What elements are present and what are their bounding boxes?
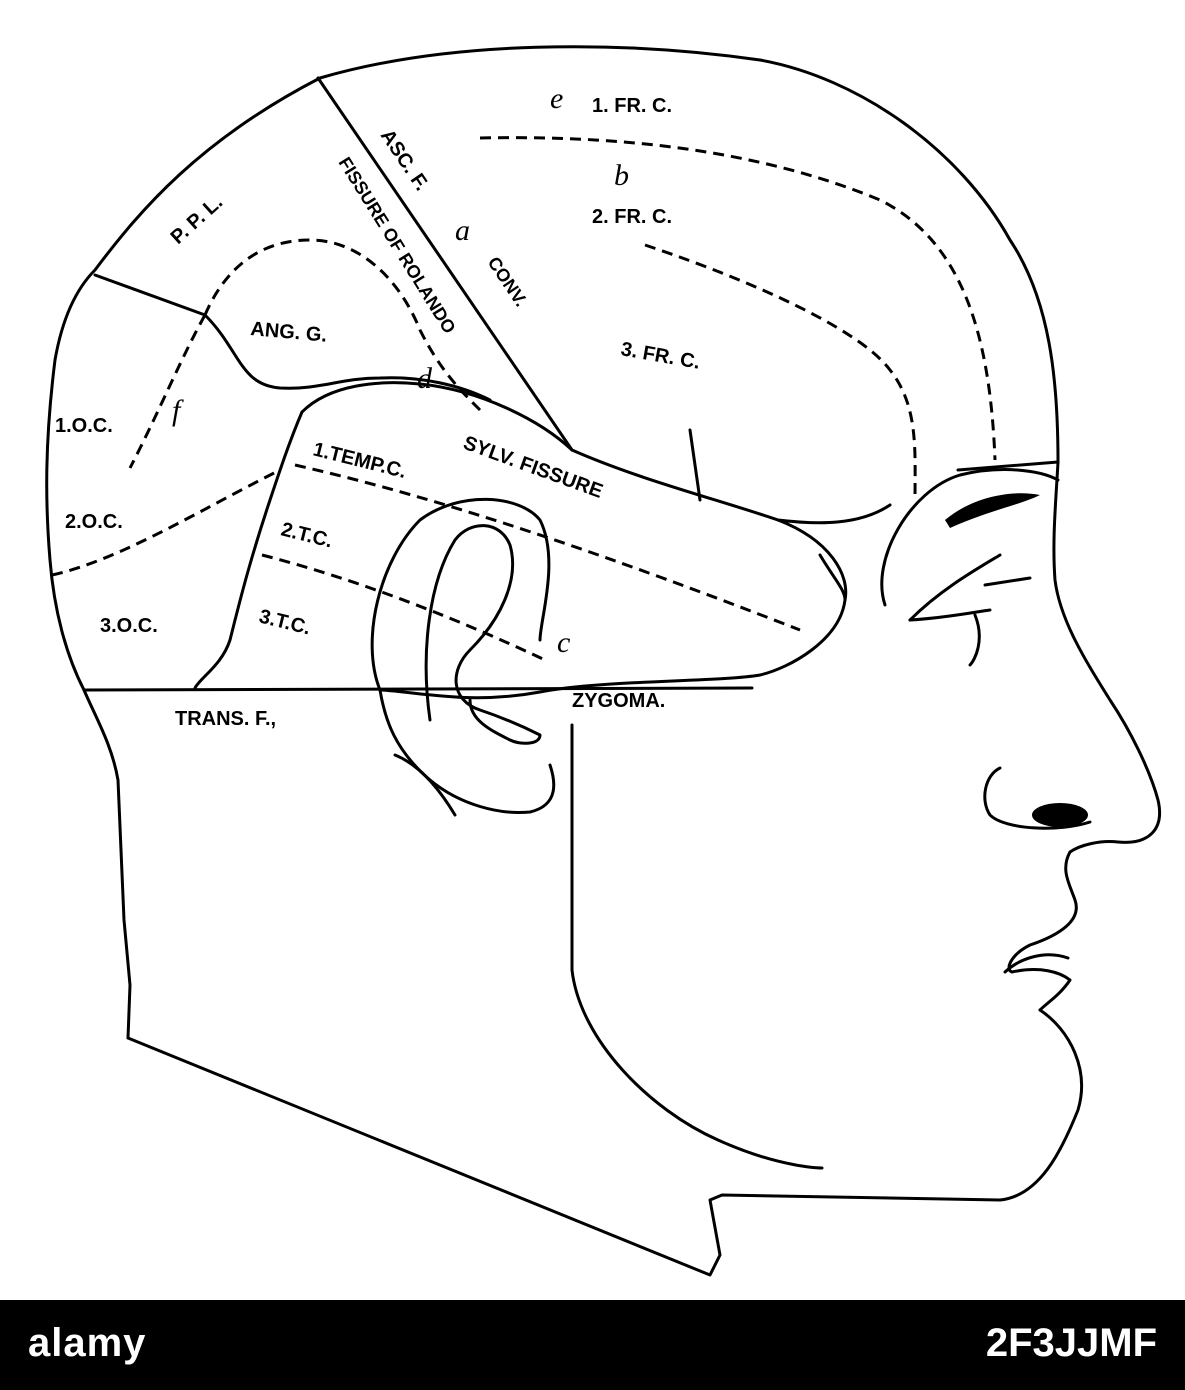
- temporal-lobe-front: [193, 410, 304, 690]
- transverse-fissure: [82, 686, 754, 692]
- face-cheek-boundary: [818, 553, 847, 602]
- label-conv: CONV.: [484, 253, 532, 310]
- label-sylv-fissure: SYLV. FISSURE: [460, 432, 605, 503]
- jaw-line: [570, 723, 824, 1170]
- frontal-short-line: [688, 428, 702, 502]
- watermark-bar: [0, 1300, 1185, 1390]
- label-2-tc: 2.T.C.: [279, 519, 335, 553]
- frontal-boundary: [956, 460, 1060, 472]
- lower-eyelid: [908, 608, 992, 622]
- neck-outline: [126, 1008, 1083, 1277]
- marker-c: c: [557, 626, 570, 659]
- frontal-convolution-2: [644, 243, 917, 501]
- label-ppl: P. P. L.: [167, 191, 227, 249]
- label-ang-g: ANG. G.: [250, 318, 328, 347]
- watermark-image-id: 2F3JJMF: [985, 1321, 1157, 1365]
- label-1-temp-c: 1.TEMP.C.: [311, 439, 409, 483]
- marker-d: d: [417, 362, 433, 395]
- fissure-of-rolando: [316, 76, 574, 452]
- nostril: [1032, 803, 1088, 827]
- marker-b: b: [614, 159, 629, 192]
- sylvian-fissure-front: [776, 503, 892, 525]
- label-zygoma: ZYGOMA.: [572, 690, 665, 712]
- angular-gyrus-boundary: [203, 313, 492, 402]
- head-outline: [45, 45, 1060, 1040]
- frontal-convolution-1: [479, 136, 997, 461]
- angular-gyrus-dashed: [203, 238, 482, 412]
- mouth: [1003, 953, 1070, 974]
- label-1-oc: 1.O.C.: [55, 415, 113, 437]
- label-3-oc: 3.O.C.: [100, 615, 158, 637]
- eyebrow: [945, 493, 1040, 528]
- watermark-brand: alamy: [28, 1321, 147, 1365]
- face-profile: [1007, 460, 1161, 1012]
- ppl-boundary: [93, 273, 207, 317]
- label-1-fr-c: 1. FR. C.: [592, 95, 672, 117]
- label-3-fr-c: 3. FR. C.: [619, 338, 702, 374]
- label-3-tc: 3.T.C.: [257, 606, 313, 640]
- ear-inner: [424, 524, 542, 745]
- label-fissure-of-rolando: FISSURE OF ROLANDO: [335, 154, 460, 338]
- cheek-line: [968, 613, 981, 667]
- brow-ridge: [880, 468, 1060, 607]
- ear-lobe: [378, 688, 556, 814]
- occipital-dashed-1: [128, 314, 207, 469]
- upper-eyelid: [908, 553, 1002, 622]
- marker-a: a: [455, 214, 470, 247]
- occipital-dashed-2: [51, 468, 281, 577]
- label-asc-f: ASC. F.: [376, 125, 433, 194]
- label-2-fr-c: 2. FR. C.: [592, 206, 672, 228]
- marker-f: f: [172, 394, 184, 427]
- marker-e: e: [550, 82, 563, 115]
- label-trans-f: TRANS. F.,: [175, 708, 276, 730]
- label-2-oc: 2.O.C.: [65, 511, 123, 533]
- temporal-dashed-1: [294, 463, 801, 632]
- ear-lobe-lower: [393, 753, 457, 817]
- head-diagram: 1. FR. C. 2. FR. C. 3. FR. C. P. P. L. A…: [45, 45, 1161, 1277]
- temporal-dashed-2: [261, 553, 546, 662]
- eye-line: [983, 576, 1032, 587]
- ear-outer: [370, 497, 551, 692]
- temporal-lobe-outline: [300, 381, 848, 700]
- nostril-outline: [983, 766, 1092, 830]
